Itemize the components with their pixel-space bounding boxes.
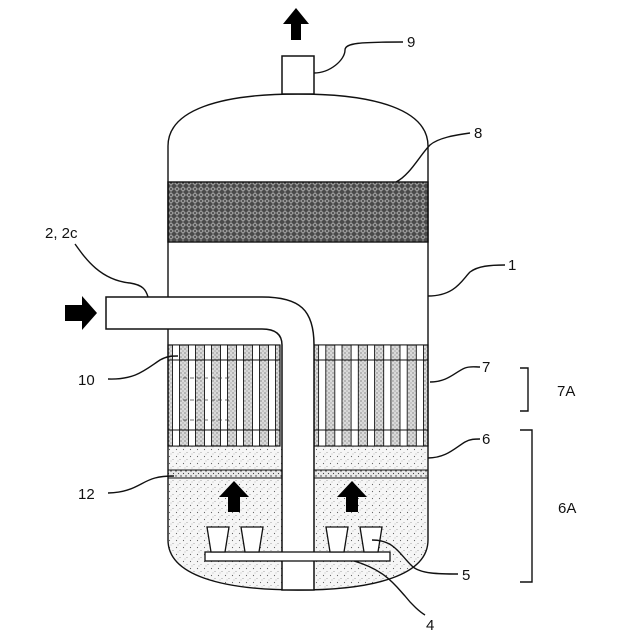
up-arrow-icon <box>283 8 309 40</box>
label-outlet-nozzle: 9 <box>407 34 415 51</box>
label-zone-6a: 6A <box>558 500 576 517</box>
label-inlet-pipe: 2, 2c <box>45 225 78 242</box>
label-nozzles: 5 <box>462 567 470 584</box>
label-zone-7a: 7A <box>557 383 575 400</box>
demister-pad <box>168 182 428 242</box>
label-structured-packing: 7 <box>482 359 490 376</box>
label-support-grid: 12 <box>78 486 95 503</box>
label-vessel: 1 <box>508 257 516 274</box>
label-packing-element: 10 <box>78 372 95 389</box>
right-arrow-icon <box>65 296 97 330</box>
label-distributor-plate: 4 <box>426 617 434 634</box>
label-demister: 8 <box>474 125 482 142</box>
label-lower-bed: 6 <box>482 431 490 448</box>
distributor-plate <box>205 552 390 561</box>
outlet-nozzle <box>282 56 314 94</box>
